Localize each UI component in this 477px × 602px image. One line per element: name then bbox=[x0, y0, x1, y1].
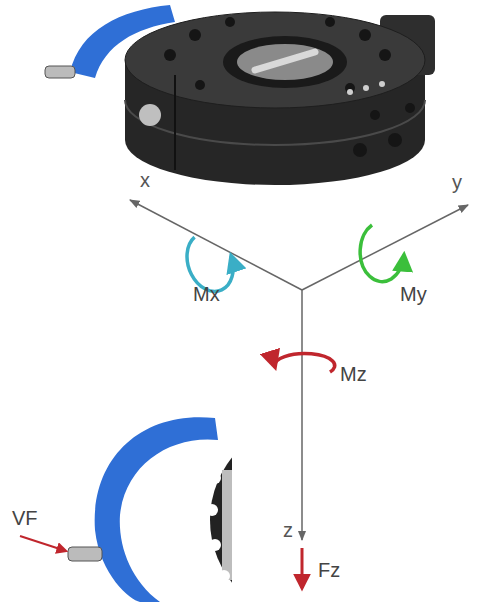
axis-label: y bbox=[452, 172, 462, 192]
force-arrow-vf bbox=[20, 536, 66, 551]
moment-arrow-z bbox=[275, 354, 335, 372]
inset-view bbox=[68, 417, 232, 602]
coordinate-axes bbox=[130, 200, 468, 540]
force-arrow-z bbox=[301, 548, 304, 588]
force-label: VF bbox=[12, 508, 38, 528]
moment-label: Mx bbox=[193, 284, 220, 304]
moment-arrow-y bbox=[360, 225, 404, 282]
force-label: Fz bbox=[318, 560, 340, 580]
tool-changer bbox=[45, 5, 435, 185]
axis-label: z bbox=[283, 520, 293, 540]
moment-label: My bbox=[400, 284, 427, 304]
axis-label: x bbox=[140, 170, 150, 190]
moment-label: Mz bbox=[340, 364, 367, 384]
